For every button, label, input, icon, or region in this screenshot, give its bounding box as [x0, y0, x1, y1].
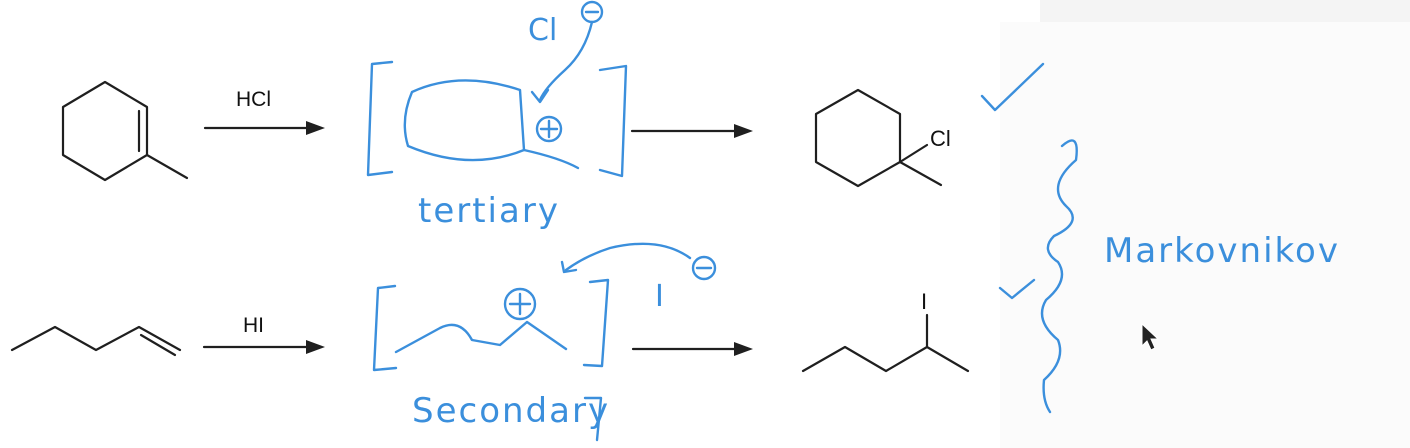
product-arrow-2 [631, 342, 753, 356]
partial-glyph [583, 396, 603, 442]
tertiary-carbocation-sketch [366, 0, 628, 178]
window-bar [1040, 0, 1410, 22]
iodide-nucleophile: I [655, 279, 664, 314]
secondary-carbocation-sketch [372, 242, 717, 442]
tertiary-label: tertiary [418, 191, 560, 231]
mouse-cursor-icon [1141, 322, 1160, 351]
side-panel [1000, 22, 1410, 448]
iodopentane-structure [801, 313, 970, 373]
reagent-hi: HI [243, 314, 264, 337]
markovnikov-label: Markovnikov [1104, 231, 1340, 271]
reaction-arrow-2 [202, 340, 325, 354]
reaction-1: HCl Cl tertiary Cl [61, 0, 1045, 231]
product-arrow-1 [630, 124, 753, 138]
check-mark-1 [980, 62, 1045, 112]
check-mark-2 [998, 278, 1036, 300]
iodo-substituent: I [921, 289, 927, 314]
methylcyclohexene-structure [61, 80, 189, 182]
secondary-label: Secondary [412, 391, 610, 431]
chloride-nucleophile: Cl [528, 13, 557, 48]
reaction-2: HI I Secondary I [10, 242, 1036, 442]
chloromethylcyclohexane-structure [814, 88, 943, 188]
reagent-hcl: HCl [236, 88, 271, 111]
curly-brace [1040, 139, 1078, 414]
pentene-structure [10, 325, 182, 357]
chloro-substituent: Cl [930, 126, 951, 151]
reaction-arrow-1 [203, 121, 325, 135]
